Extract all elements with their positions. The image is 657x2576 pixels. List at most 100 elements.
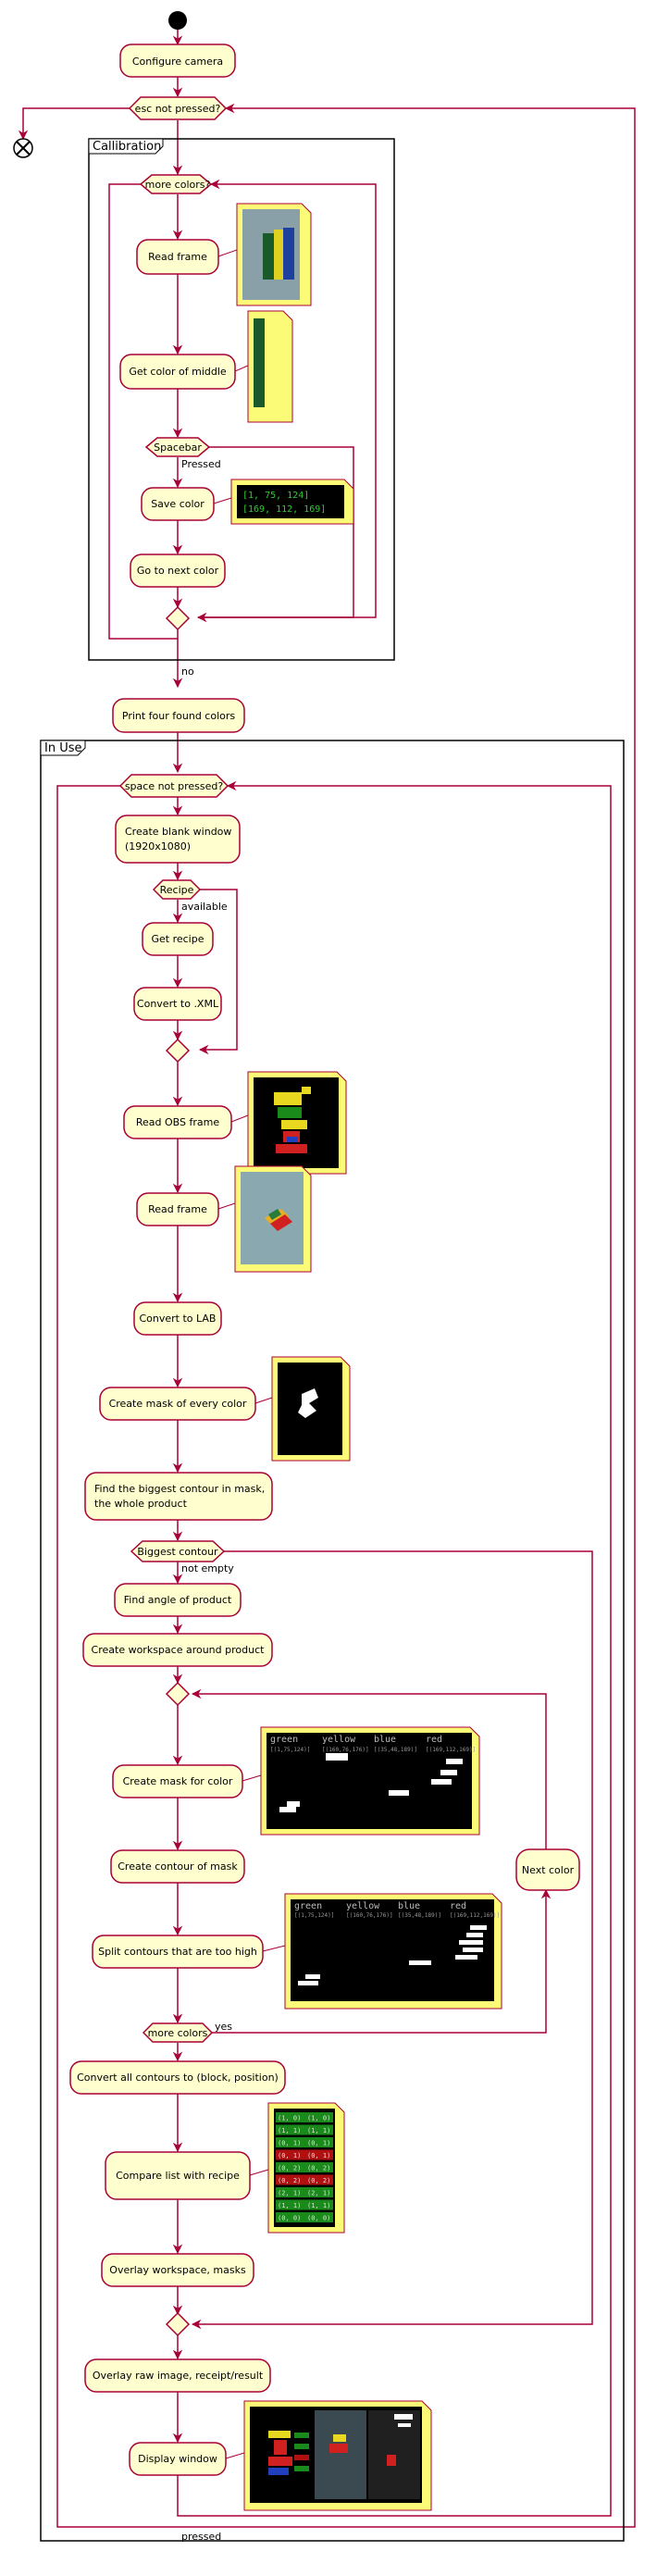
split-range-blue: [(35,48,189)] <box>398 1912 441 1919</box>
condition-recipe: Recipe <box>152 879 202 900</box>
saved-color-2: [169, 112, 169] <box>242 504 326 515</box>
activity-create-mask-for-color: Create mask for color <box>112 1764 243 1798</box>
svg-text:Compare list with recipe: Compare list with recipe <box>116 2170 240 2182</box>
merge-diamond <box>165 2311 191 2337</box>
svg-text:Convert to .XML: Convert to .XML <box>137 998 219 1010</box>
frame-in-use: In Use <box>40 740 625 2542</box>
compare-row-bg <box>276 2199 333 2210</box>
display-window-image <box>268 2410 420 2499</box>
condition-label: esc not pressed? <box>135 103 221 115</box>
svg-text:Create mask of every color: Create mask of every color <box>109 1398 247 1410</box>
activity-print-four-found-colors: Print four found colors <box>112 698 245 733</box>
condition-label: Biggest contour <box>137 1546 218 1558</box>
activity-convert-all-contours: Convert all contours to (block, position… <box>69 2060 286 2095</box>
note-get-color <box>234 310 293 423</box>
split-header-yellow: yellow <box>346 1901 380 1911</box>
mask-range-green: [(1,75,124)] <box>270 1747 310 1753</box>
note-read-obs-frame <box>230 1071 347 1175</box>
compare-row-bg <box>276 2124 333 2135</box>
compare-row-right: (1, 0) <box>307 2115 330 2122</box>
split-header-red: red <box>450 1901 466 1911</box>
activity-display-window: Display window <box>129 2442 227 2476</box>
edge-label-no: no <box>181 666 194 678</box>
condition-biggest-contour: Biggest contour <box>130 1540 226 1562</box>
activity-create-mask-of-every-color: Create mask of every color <box>99 1387 256 1421</box>
note-read-frame <box>217 203 312 306</box>
edge-label-yes: yes <box>215 2021 232 2033</box>
svg-text:the whole product: the whole product <box>94 1498 188 1510</box>
compare-row-bg <box>276 2174 333 2185</box>
svg-text:Find the biggest contour in ma: Find the biggest contour in mask, <box>94 1483 265 1495</box>
note-read-frame-2 <box>217 1165 312 1273</box>
condition-label: more colors <box>148 2027 208 2039</box>
svg-text:Create mask for color: Create mask for color <box>123 1775 233 1787</box>
edge-label-available: available <box>181 901 228 913</box>
svg-text:Save color: Save color <box>151 498 205 510</box>
activity-convert-to-lab: Convert to LAB <box>133 1301 222 1336</box>
compare-row-right: (2, 1) <box>307 2190 330 2197</box>
condition-label: more colors? <box>145 179 211 191</box>
compare-row-right: (0, 2) <box>307 2165 330 2172</box>
frame-title-calibration: Callibration <box>93 140 161 154</box>
compare-row-right: (0, 1) <box>307 2152 330 2159</box>
edges <box>18 30 636 2528</box>
activity-configure-camera: Configure camera <box>119 44 236 78</box>
activity-compare-list-with-recipe: Compare list with recipe <box>105 2151 251 2200</box>
frame-title-in-use: In Use <box>44 741 82 755</box>
compare-row-bg <box>276 2187 333 2197</box>
condition-more-colors: more colors? <box>139 174 213 194</box>
split-range-red: [(169,112,169)] <box>450 1912 500 1919</box>
activity-get-color-of-middle: Get color of middle <box>119 354 236 390</box>
activity-find-biggest-contour: Find the biggest contour in mask, the wh… <box>84 1472 273 1521</box>
compare-row-right: (1, 1) <box>307 2127 330 2134</box>
svg-text:Get recipe: Get recipe <box>151 933 204 945</box>
lego-angled-image <box>265 1209 292 1231</box>
svg-text:Find angle of product: Find angle of product <box>124 1594 232 1606</box>
mask-range-red: [(169,112,169)] <box>426 1747 476 1753</box>
condition-label: Spacebar <box>154 442 202 454</box>
activity-save-color: Save color <box>141 487 215 521</box>
green-color-swatch <box>254 318 265 407</box>
edge-label-not-empty: not empty <box>181 1562 234 1574</box>
activity-create-contour-of-mask: Create contour of mask <box>110 1849 245 1884</box>
mask-blobs <box>279 1753 463 1812</box>
svg-text:Get color of middle: Get color of middle <box>129 366 227 378</box>
activity-read-frame-2: Read frame <box>136 1192 219 1226</box>
note-compare-list: (1, 0)(1, 0)(1, 1)(1, 1)(0, 1)(0, 1)(0, … <box>249 2102 345 2234</box>
svg-text:Read frame: Read frame <box>148 251 207 263</box>
compare-rows: (1, 0)(1, 0)(1, 1)(1, 1)(0, 1)(0, 1)(0, … <box>276 2112 333 2222</box>
activity-convert-to-xml: Convert to .XML <box>133 987 222 1021</box>
svg-text:Overlay raw image, receipt/res: Overlay raw image, receipt/result <box>93 2370 264 2382</box>
activity-create-blank-window: Create blank window (1920x1080) <box>115 815 241 864</box>
saved-color-1: [1, 75, 124] <box>242 491 309 501</box>
compare-row-bg <box>276 2149 333 2160</box>
svg-text:Create contour of mask: Create contour of mask <box>118 1860 238 1873</box>
svg-text:Configure camera: Configure camera <box>132 56 223 68</box>
split-header-green: green <box>294 1901 322 1911</box>
split-header-blue: blue <box>398 1901 420 1911</box>
compare-row-left: (0, 1) <box>278 2140 301 2147</box>
svg-text:Display window: Display window <box>138 2453 217 2465</box>
mask-range-yellow: [(160,76,176)] <box>322 1747 369 1753</box>
lego-image <box>263 228 294 280</box>
activity-next-color: Next color <box>515 1848 580 1891</box>
compare-row-bg <box>276 2112 333 2122</box>
activity-split-contours: Split contours that are too high <box>92 1935 264 1969</box>
compare-row-right: (0, 0) <box>307 2215 330 2222</box>
frame-calibration: Callibration <box>88 138 395 661</box>
mask-range-blue: [(35,48,189)] <box>374 1747 417 1753</box>
condition-more-colors-2: more colors <box>142 2022 214 2043</box>
svg-text:(1920x1080): (1920x1080) <box>125 840 191 852</box>
start-node <box>168 11 187 30</box>
note-display-window <box>225 2400 432 2511</box>
svg-text:Create workspace around produc: Create workspace around product <box>92 1644 266 1656</box>
svg-text:Go to next color: Go to next color <box>137 565 219 577</box>
svg-text:Split contours that are too hi: Split contours that are too high <box>98 1946 257 1958</box>
note-create-mask-for-color: green yellow blue red [(1,75,124)] [(160… <box>242 1726 480 1836</box>
stop-node <box>13 138 33 158</box>
compare-row-bg <box>276 2137 333 2147</box>
condition-label: Recipe <box>160 884 194 896</box>
activity-overlay-workspace-masks: Overlay workspace, masks <box>101 2253 254 2287</box>
svg-text:Print four found colors: Print four found colors <box>122 710 236 722</box>
